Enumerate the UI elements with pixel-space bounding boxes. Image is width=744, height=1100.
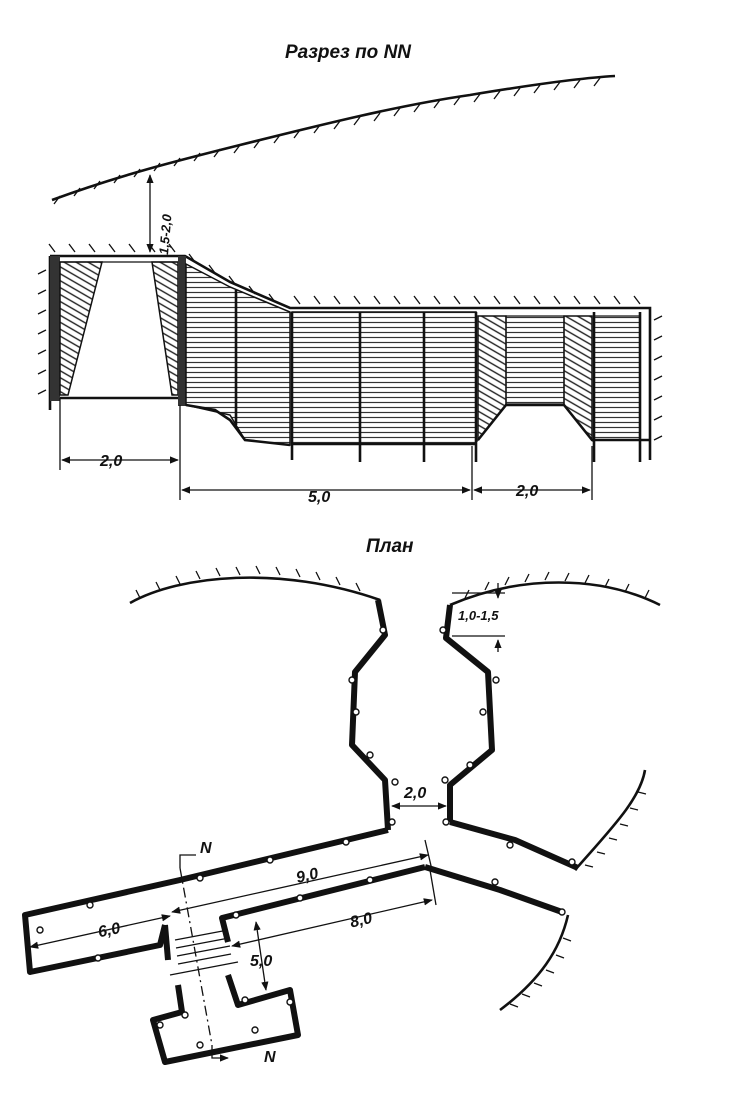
section-dimensions <box>59 398 593 500</box>
section-title: Разрез по NN <box>285 42 412 63</box>
cover-dim-label: 1,5-2,0 <box>156 213 175 255</box>
plan-dimensions <box>29 583 505 991</box>
plan-entrance-steps <box>169 929 239 976</box>
plan-posts <box>36 626 576 1049</box>
plan-top-offset-label: 1,0-1,5 <box>458 608 499 623</box>
plan-title: План <box>366 536 414 557</box>
plan-long-lower-label: 8,0 <box>349 910 375 932</box>
plan-entrance-label: 5,0 <box>250 953 272 970</box>
plan-left-chamber-label: 6,0 <box>97 920 122 941</box>
plan-neck-label: 2,0 <box>403 785 426 802</box>
plan-trench-walls <box>22 599 580 1065</box>
section-middle-length-label: 5,0 <box>308 489 330 506</box>
section-right-width-label: 2,0 <box>515 483 538 500</box>
section-middle <box>290 311 478 462</box>
section-left-chamber <box>50 256 186 406</box>
section-slope-passage <box>185 262 291 447</box>
section-left-width-label: 2,0 <box>99 453 122 470</box>
section-mark-bottom: N <box>264 1049 276 1066</box>
section-ground-surface <box>51 74 616 205</box>
section-right-chamber <box>476 312 650 462</box>
section-mark-top: N <box>200 840 212 857</box>
plan-long-upper-label: 9,0 <box>295 865 321 887</box>
plan-ground-arcs <box>129 565 661 1012</box>
